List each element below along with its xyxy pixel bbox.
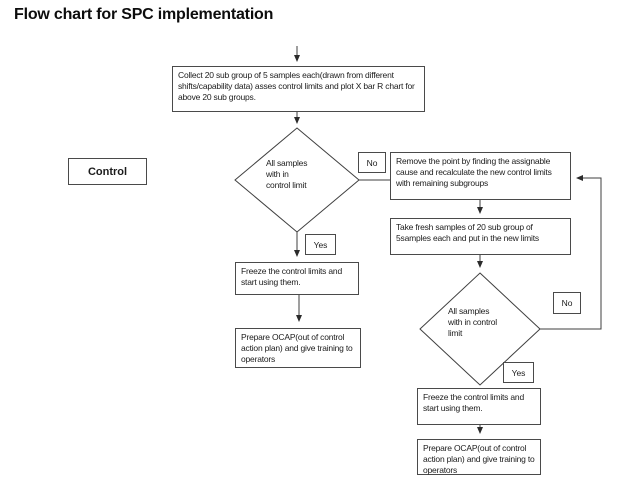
node-remove-point: Remove the point by finding the assignab… bbox=[390, 152, 571, 200]
feedback-loop-decision2-to-remove bbox=[540, 175, 602, 330]
label-no-1: No bbox=[358, 152, 386, 173]
node-decision-1-text: All samples with in control limit bbox=[266, 158, 308, 191]
decision2-diamond bbox=[419, 272, 541, 386]
label-no-2: No bbox=[553, 292, 581, 314]
label-yes-2: Yes bbox=[503, 362, 534, 383]
node-collect-samples: Collect 20 sub group of 5 samples each(d… bbox=[172, 66, 425, 112]
node-decision-2-text: All samples with in control limit bbox=[448, 306, 497, 339]
control-label: Control bbox=[87, 165, 128, 178]
node-prepare-ocap-2: Prepare OCAP(out of control action plan)… bbox=[417, 439, 541, 475]
node-prepare-ocap-1: Prepare OCAP(out of control action plan)… bbox=[235, 328, 361, 368]
decision1-diamond bbox=[234, 127, 360, 233]
page-title: Flow chart for SPC implementation bbox=[14, 6, 274, 23]
node-freeze-limits-1: Freeze the control limits and start usin… bbox=[235, 262, 359, 295]
control-label-box: Control bbox=[68, 158, 147, 185]
node-freeze-limits-2: Freeze the control limits and start usin… bbox=[417, 388, 541, 425]
node-take-fresh-samples: Take fresh samples of 20 sub group of 5s… bbox=[390, 218, 571, 255]
label-yes-1: Yes bbox=[305, 234, 336, 255]
